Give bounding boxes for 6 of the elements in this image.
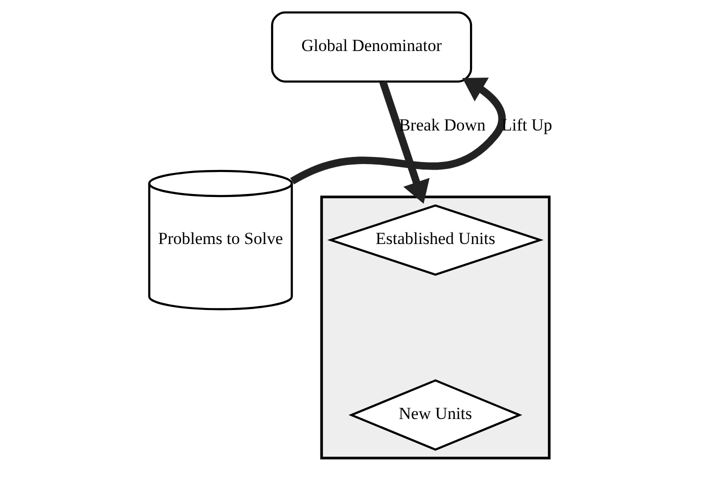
cluster bbox=[320, 196, 550, 460]
node-box: Global Denominator bbox=[270, 11, 472, 83]
node-diamond: New Units bbox=[348, 379, 522, 451]
arrow bbox=[378, 80, 430, 204]
node-diamond: Established Units bbox=[326, 204, 544, 276]
arrow bbox=[290, 78, 506, 184]
